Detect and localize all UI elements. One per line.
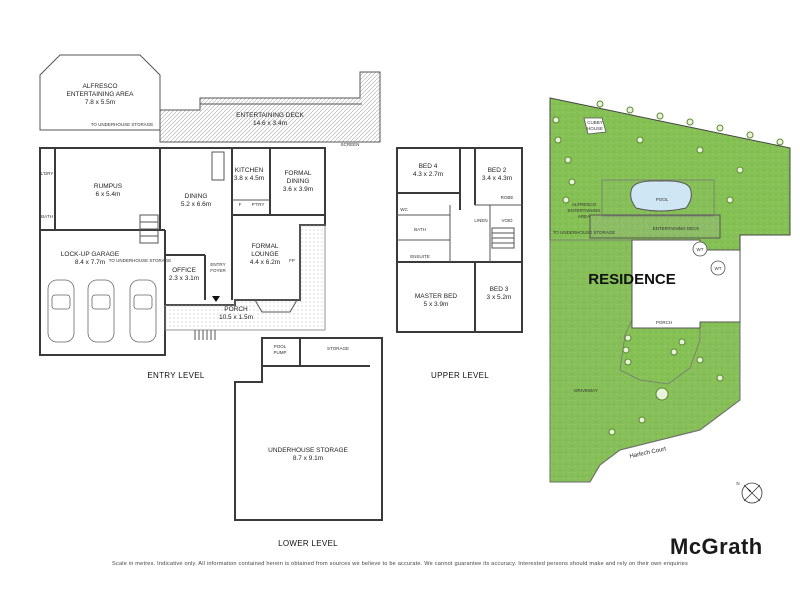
lower-level-outline <box>234 337 383 521</box>
to-underhouse-label-2: TO UNDERHOUSE STORAGE <box>109 258 172 263</box>
office-dim: 2.3 x 3.1m <box>169 275 199 282</box>
kitchen-label: KITCHEN <box>235 167 264 174</box>
site-cubby-house <box>583 117 607 135</box>
site-trees <box>552 100 784 436</box>
wc-label: WC <box>400 207 408 212</box>
entry-stairs <box>139 214 159 244</box>
formal-dining-dim: 3.6 x 3.9m <box>283 186 313 193</box>
formal-lounge-label: FORMAL <box>251 243 278 250</box>
to-underhouse-label: TO UNDERHOUSE STORAGE <box>91 122 154 127</box>
void-label: VOID <box>501 218 513 223</box>
garage-label: LOCK-UP GARAGE <box>61 251 120 258</box>
water-tank-2 <box>710 260 726 276</box>
master-bed-dim: 5 x 3.9m <box>424 301 449 308</box>
site-deck-label: ENTERTAINING DECK <box>653 226 700 231</box>
formal-dining-label: FORMAL <box>284 170 311 177</box>
entertaining-deck-outline <box>159 71 381 143</box>
kitchen-dim: 3.8 x 4.5m <box>234 175 264 182</box>
fireplace-label: FP <box>289 258 295 263</box>
entry-level-title: ENTRY LEVEL <box>147 371 205 380</box>
entry-arrow-icon <box>212 296 220 302</box>
upper-stairs <box>491 227 515 249</box>
rumpus-dim: 6 x 5.4m <box>96 191 121 198</box>
bath-label: BATH <box>41 214 53 219</box>
bed4-dim: 4.3 x 2.7m <box>413 171 443 178</box>
master-bed-label: MASTER BED <box>415 293 458 300</box>
dining-dim: 5.2 x 6.6m <box>181 201 211 208</box>
laundry-label: L'DRY <box>41 171 54 176</box>
pool-pump-label-1: POOL <box>274 344 287 349</box>
deck-label: ENTERTAINING DECK <box>236 112 304 119</box>
foyer-label: FOYER <box>210 268 226 273</box>
compass-icon: N <box>736 481 763 504</box>
kitchen-bench <box>211 151 225 181</box>
cubby-label-1: CUBBY <box>587 120 603 125</box>
bed3-label: BED 3 <box>490 286 509 293</box>
cubby-label-2: HOUSE <box>587 126 603 131</box>
formal-lounge-dim: 4.4 x 6.2m <box>250 259 280 266</box>
site-alfresco-label: ALFRESCO <box>572 202 597 207</box>
brand-logo: McGrath <box>670 534 763 559</box>
underhouse-storage-dim: 8.7 x 9.1m <box>293 455 323 462</box>
site-plan: CUBBY HOUSE POOL ALFRESCO ENTERTAINING A… <box>549 97 791 483</box>
site-to-underhouse-label: TO UNDERHOUSE STORAGE <box>553 230 616 235</box>
site-pool-label: POOL <box>656 197 669 202</box>
porch-steps <box>194 330 216 340</box>
disclaimer-text: Scale in metres. Indicative only. All in… <box>112 561 688 567</box>
entry-label: ENTRY <box>210 262 225 267</box>
ensuite-label: ENSUITE <box>410 254 430 259</box>
driveway-label: DRIVEWAY <box>574 388 598 393</box>
site-porch-label: PORCH <box>656 320 672 325</box>
residence-label: RESIDENCE <box>588 271 676 288</box>
entry-level-plan: ALFRESCO ENTERTAINING AREA 7.8 x 5.5m TO… <box>39 54 381 380</box>
rumpus-label: RUMPUS <box>94 183 123 190</box>
upper-bath-label: BATH <box>414 227 426 232</box>
pool-pump-label-2: PUMP <box>273 350 286 355</box>
street-name: Harlech Court <box>629 446 667 460</box>
water-tank-label-2: WT <box>715 266 722 271</box>
dining-label: DINING <box>185 193 208 200</box>
porch-dim: 10.5 x 1.5m <box>219 314 253 321</box>
compass-north-label: N <box>736 481 739 486</box>
upper-level-title: UPPER LEVEL <box>431 371 489 380</box>
alfresco-dim: 7.8 x 5.5m <box>85 99 115 106</box>
garage-dim: 8.4 x 7.7m <box>75 259 105 266</box>
water-tank-label-1: WT <box>697 247 704 252</box>
pantry-label: P'TRY <box>252 202 265 207</box>
alfresco-sublabel: ENTERTAINING AREA <box>67 91 135 98</box>
garage-cars-icon <box>47 279 157 343</box>
robe-label: ROBE <box>501 195 514 200</box>
deck-dim: 14.6 x 3.4m <box>253 120 287 127</box>
formal-lounge-sublabel: LOUNGE <box>251 251 279 258</box>
site-area-label: AREA <box>578 214 590 219</box>
formal-dining-sublabel: DINING <box>287 178 310 185</box>
alfresco-label: ALFRESCO <box>82 83 117 90</box>
bed2-dim: 3.4 x 4.3m <box>482 175 512 182</box>
fridge-label: F <box>239 202 242 207</box>
office-label: OFFICE <box>172 267 196 274</box>
lounge-bay-window <box>254 299 298 313</box>
lower-level-title: LOWER LEVEL <box>278 539 338 548</box>
site-pool <box>630 180 692 212</box>
site-entertaining-label: ENTERTAINING <box>567 208 601 213</box>
porch-paving <box>164 224 326 331</box>
bed4-label: BED 4 <box>419 163 438 170</box>
linen-label: LINEN <box>474 218 487 223</box>
bed3-dim: 3 x 5.2m <box>487 294 512 301</box>
lower-level-plan: POOL PUMP STORAGE UNDERHOUSE STORAGE 8.7… <box>234 337 383 548</box>
porch-label: PORCH <box>224 306 248 313</box>
screen-label: SCREEN <box>341 142 360 147</box>
storage-label: STORAGE <box>327 346 349 351</box>
bed2-label: BED 2 <box>488 167 507 174</box>
underhouse-storage-label: UNDERHOUSE STORAGE <box>268 447 348 454</box>
water-tank-1 <box>692 241 708 257</box>
upper-level-plan: BED 4 4.3 x 2.7m BED 2 3.4 x 4.3m MASTER… <box>396 147 523 380</box>
